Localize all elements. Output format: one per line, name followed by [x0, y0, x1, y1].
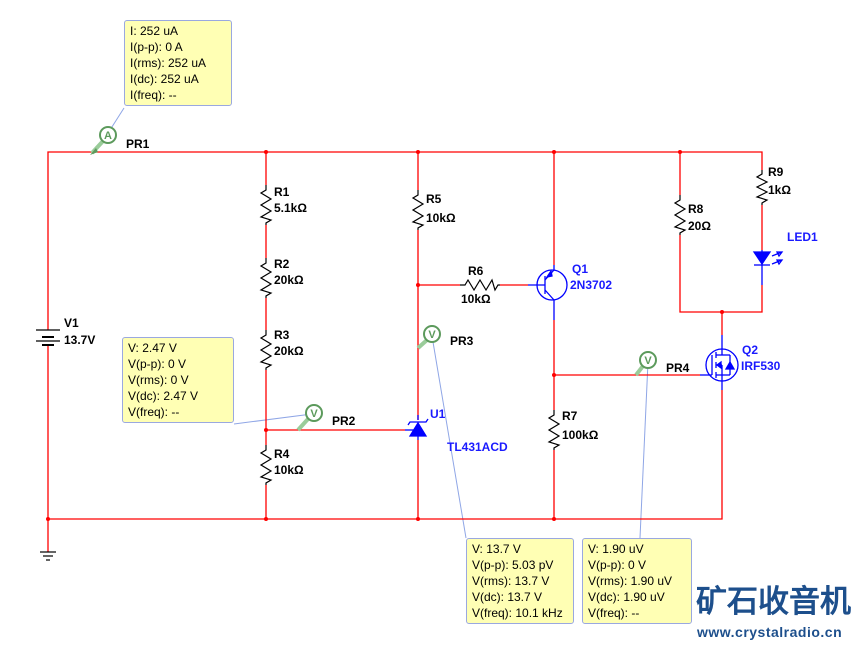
- probe-pr3-readout: V: 13.7 V V(p-p): 5.03 pV V(rms): 13.7 V…: [466, 538, 574, 624]
- svg-text:A: A: [104, 130, 112, 142]
- battery-icon[interactable]: [36, 329, 60, 346]
- readout-line: I(p-p): 0 A: [130, 40, 183, 54]
- junctions: [46, 150, 724, 521]
- readout-line: V: 13.7 V: [472, 542, 521, 556]
- resistor-r3[interactable]: [259, 330, 273, 370]
- r6-value: 10kΩ: [461, 292, 491, 306]
- r4-value: 10kΩ: [274, 463, 304, 477]
- readout-line: I: 252 uA: [130, 24, 179, 38]
- probe-pr4-icon[interactable]: V: [634, 351, 657, 377]
- readout-line: I(dc): 252 uA: [130, 72, 199, 86]
- led1-name: LED1: [787, 230, 818, 244]
- mosfet-q2-icon[interactable]: [700, 335, 739, 390]
- r7-name: R7: [562, 409, 578, 423]
- r7-value: 100kΩ: [562, 428, 599, 442]
- r1-name: R1: [274, 185, 290, 199]
- shunt-regulator-u1-icon[interactable]: [405, 415, 429, 440]
- readout-line: V: 1.90 uV: [588, 542, 644, 556]
- readout-line: V: 2.47 V: [128, 341, 177, 355]
- readout-line: V(rms): 1.90 uV: [588, 574, 673, 588]
- probe-pr1-icon[interactable]: A: [90, 126, 117, 155]
- readout-line: V(p-p): 5.03 pV: [472, 558, 554, 572]
- probe-pr3-label: PR3: [450, 334, 474, 348]
- resistors: [259, 170, 769, 485]
- readout-line: V(dc): 13.7 V: [472, 590, 543, 604]
- resistor-r9[interactable]: [755, 170, 769, 205]
- r9-name: R9: [768, 165, 784, 179]
- r5-name: R5: [426, 192, 442, 206]
- readout-line: V(dc): 1.90 uV: [588, 590, 665, 604]
- resistor-r6[interactable]: [460, 278, 500, 292]
- probe-pr4-readout: V: 1.90 uV V(p-p): 0 V V(rms): 1.90 uV V…: [582, 538, 692, 624]
- v1-value: 13.7V: [64, 333, 95, 347]
- wires: [47, 151, 763, 552]
- r2-value: 20kΩ: [274, 273, 304, 287]
- r8-value: 20Ω: [688, 219, 711, 233]
- probe-pr3-icon[interactable]: V: [416, 325, 441, 350]
- resistor-r7[interactable]: [547, 410, 561, 450]
- resistor-r4[interactable]: [259, 445, 273, 485]
- transistor-q1-icon[interactable]: [528, 265, 568, 320]
- led1-icon[interactable]: [752, 250, 784, 285]
- readout-line: I(rms): 252 uA: [130, 56, 207, 70]
- r3-value: 20kΩ: [274, 344, 304, 358]
- probe-pr1-label: PR1: [126, 137, 150, 151]
- svg-text:V: V: [310, 408, 318, 420]
- resistor-r2[interactable]: [259, 258, 273, 298]
- readout-line: V(freq): --: [588, 606, 640, 620]
- r6-name: R6: [468, 264, 484, 278]
- r5-value: 10kΩ: [426, 211, 456, 225]
- r8-name: R8: [688, 202, 704, 216]
- readout-line: V(p-p): 0 V: [588, 558, 647, 572]
- resistor-r5[interactable]: [411, 190, 425, 230]
- probe-pr2-icon[interactable]: V: [296, 404, 323, 432]
- v1-name: V1: [64, 316, 79, 330]
- probe-leaders: [109, 107, 649, 539]
- r2-name: R2: [274, 257, 290, 271]
- r3-name: R3: [274, 328, 290, 342]
- q2-name: Q2: [742, 343, 758, 357]
- readout-line: V(rms): 0 V: [128, 373, 189, 387]
- resistor-r8[interactable]: [673, 195, 687, 235]
- r1-value: 5.1kΩ: [274, 201, 307, 215]
- probe-pr1-readout: I: 252 uA I(p-p): 0 A I(rms): 252 uA I(d…: [124, 20, 232, 106]
- probe-pr4-label: PR4: [666, 361, 690, 375]
- readout-line: V(rms): 13.7 V: [472, 574, 550, 588]
- u1-value: TL431ACD: [447, 440, 508, 454]
- readout-line: V(freq): --: [128, 405, 180, 419]
- readout-line: V(freq): 10.1 kHz: [472, 606, 563, 620]
- resistor-r1[interactable]: [259, 185, 273, 225]
- probe-pr2-label: PR2: [332, 414, 356, 428]
- svg-text:V: V: [428, 329, 436, 341]
- q2-value: IRF530: [741, 359, 781, 373]
- r4-name: R4: [274, 447, 290, 461]
- ground-icon: [40, 551, 56, 561]
- probe-pr2-readout: V: 2.47 V V(p-p): 0 V V(rms): 0 V V(dc):…: [122, 337, 234, 423]
- readout-line: I(freq): --: [130, 88, 177, 102]
- r9-value: 1kΩ: [768, 183, 791, 197]
- readout-line: V(p-p): 0 V: [128, 357, 187, 371]
- u1-name: U1: [430, 407, 446, 421]
- q1-value: 2N3702: [570, 278, 612, 292]
- svg-text:V: V: [644, 355, 652, 367]
- readout-line: V(dc): 2.47 V: [128, 389, 199, 403]
- watermark-title: 矿石收音机: [696, 584, 851, 620]
- watermark-url: www.crystalradio.cn: [697, 624, 843, 640]
- q1-name: Q1: [572, 262, 588, 276]
